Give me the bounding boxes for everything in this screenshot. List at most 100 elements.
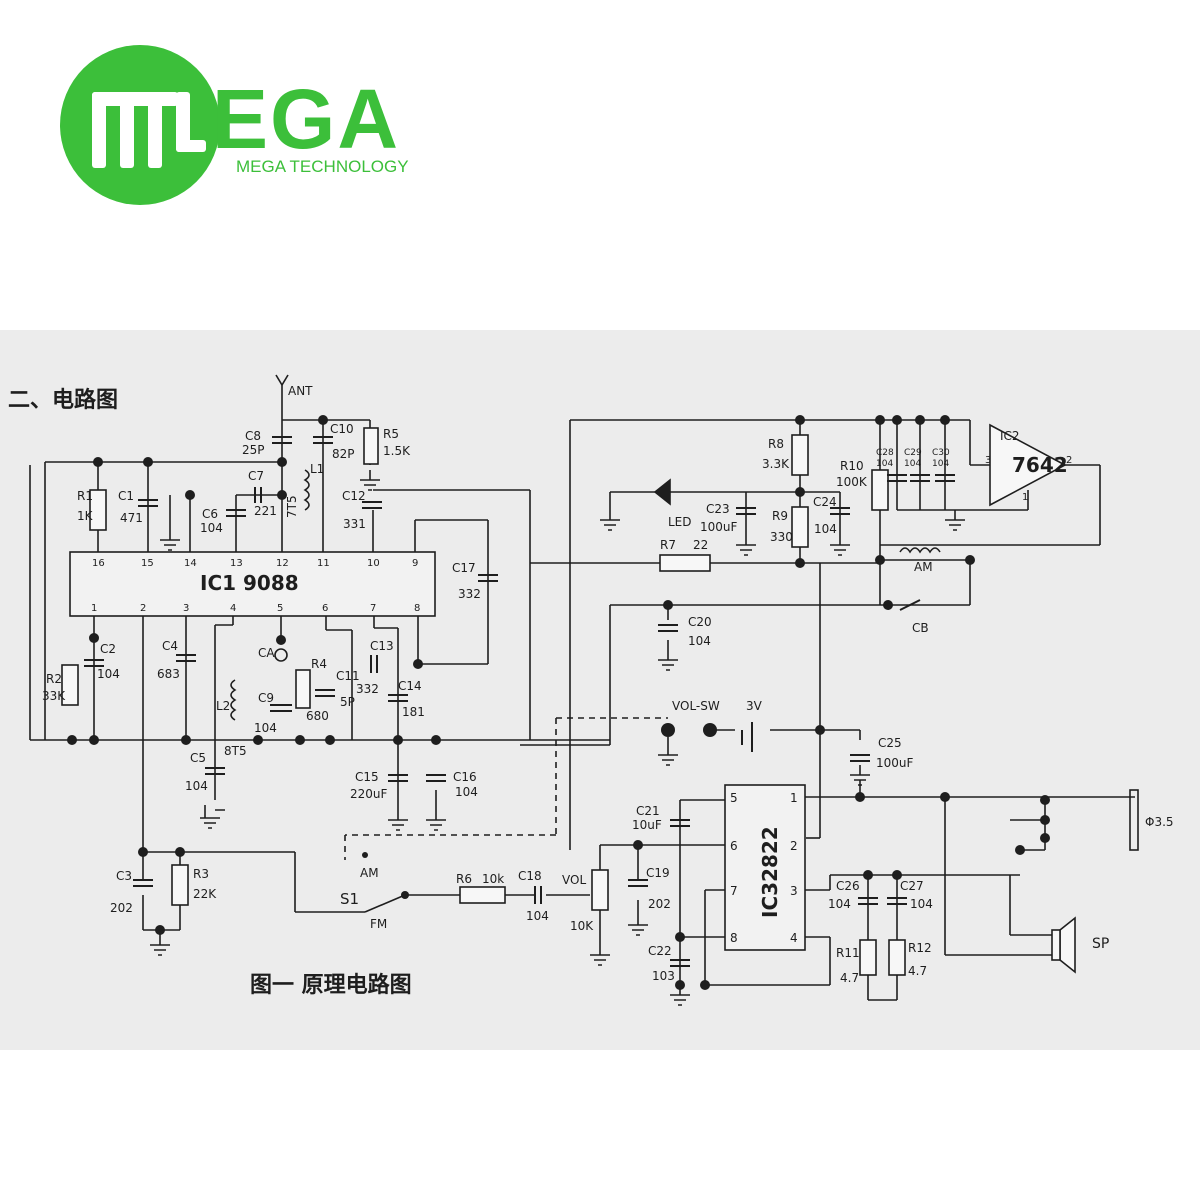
r4-value: 680	[306, 709, 329, 723]
c30-label: C30	[932, 448, 950, 458]
c22-value: 103	[652, 969, 675, 983]
c30-value: 104	[932, 459, 949, 469]
logo-m-mark	[92, 92, 206, 168]
r5-label: R5	[383, 427, 399, 441]
r12-value: 4.7	[908, 964, 927, 978]
ic3-pin-1: 1	[790, 791, 798, 805]
ic1-pin-7: 7	[370, 603, 376, 614]
c24-value: 104	[814, 522, 837, 536]
ca-label: CA	[258, 646, 275, 660]
c10-value: 82P	[332, 447, 355, 461]
c3-label: C3	[116, 869, 132, 883]
figure-caption: 图一 原理电路图	[250, 972, 412, 998]
c4-label: C4	[162, 639, 178, 653]
r10-value: 100K	[836, 475, 868, 489]
r11-label: R11	[836, 946, 860, 960]
c12-value: 331	[343, 517, 366, 531]
c9-value: 104	[254, 721, 277, 735]
ic1-pin-8: 8	[414, 603, 420, 614]
r6-resistor	[459, 886, 506, 904]
am-coil	[899, 547, 941, 554]
ic3-pins: 5 6 7 8 1 2 3 4	[730, 791, 798, 945]
ic3-pin-2: 2	[790, 839, 798, 853]
ic1-pin-1: 1	[91, 603, 97, 614]
vol-sw-label: VOL-SW	[672, 699, 720, 713]
r2-label: R2	[46, 672, 62, 686]
c24-label: C24	[813, 495, 837, 509]
c11-label: C11	[336, 669, 360, 683]
r11-resistor	[859, 939, 877, 976]
c21-label: C21	[636, 804, 660, 818]
r9-label: R9	[772, 509, 788, 523]
ant-label: ANT	[288, 384, 313, 398]
c21-value: 10uF	[632, 818, 662, 832]
ic1-pin-15: 15	[141, 558, 154, 569]
c17-value: 332	[458, 587, 481, 601]
r4-resistor	[295, 669, 311, 709]
ic1-pins: 16 15 14 13 12 11 10 9 1 2 3 4 5 6 7 8	[91, 558, 420, 614]
r5-resistor	[363, 427, 379, 465]
r3-value: 22K	[193, 887, 217, 901]
c7-value: 221	[254, 504, 277, 518]
c10-label: C10	[330, 422, 354, 436]
ic1-pin-16: 16	[92, 558, 105, 569]
c11-value: 5P	[340, 695, 355, 709]
components	[61, 423, 1076, 976]
c26-value: 104	[828, 897, 851, 911]
r7-label: R7	[660, 538, 676, 552]
c15-label: C15	[355, 770, 379, 784]
ic2-name: IC2	[1000, 429, 1020, 443]
c3-value: 202	[110, 901, 133, 915]
ic1-pin-11: 11	[317, 558, 330, 569]
c8-value: 25P	[242, 443, 265, 457]
c29-label: C29	[904, 448, 922, 458]
c19-value: 202	[648, 897, 671, 911]
c5-label: C5	[190, 751, 206, 765]
junction-dots	[67, 415, 1050, 990]
ic2-pin3: 3	[985, 455, 991, 466]
l2-coil	[230, 679, 237, 721]
logo-wordmark: EGA	[212, 72, 400, 166]
c28-value: 104	[876, 459, 893, 469]
r11-value: 4.7	[840, 971, 859, 985]
jack-label: Φ3.5	[1145, 815, 1174, 829]
c20-value: 104	[688, 634, 711, 648]
r8-label: R8	[768, 437, 784, 451]
ic3-label: IC32822	[758, 826, 782, 918]
r9-value: 330	[770, 530, 793, 544]
ic2-body	[989, 423, 1067, 507]
ic1-pin-4: 4	[230, 603, 236, 614]
r4-label: R4	[311, 657, 327, 671]
ic1-pin-13: 13	[230, 558, 243, 569]
ic3-pin-5: 5	[730, 791, 738, 805]
r8-resistor	[791, 434, 809, 476]
r9-resistor	[791, 506, 809, 548]
c15-value: 220uF	[350, 787, 388, 801]
c20-label: C20	[688, 615, 712, 629]
c14-value: 181	[402, 705, 425, 719]
wires	[29, 385, 1139, 1001]
ic1-pin-2: 2	[140, 603, 146, 614]
c19-label: C19	[646, 866, 670, 880]
ic3-pin-7: 7	[730, 884, 738, 898]
speaker-label: SP	[1092, 936, 1109, 952]
vol-label: VOL	[562, 873, 586, 887]
s1-label: S1	[340, 890, 359, 908]
ic1-pin-3: 3	[183, 603, 189, 614]
r1-resistor	[89, 489, 107, 531]
cb-label: CB	[912, 621, 929, 635]
c5-value: 104	[185, 779, 208, 793]
ic1-body	[69, 551, 436, 617]
c8-label: C8	[245, 429, 261, 443]
r8-value: 3.3K	[762, 457, 790, 471]
c13-label: C13	[370, 639, 394, 653]
c14-label: C14	[398, 679, 422, 693]
ic3-pin-6: 6	[730, 839, 738, 853]
component-labels: ANT C8 25P C10 82P R5 1.5K C7 221 L1 7T5…	[42, 384, 1174, 985]
c12-label: C12	[342, 489, 366, 503]
c6-label: C6	[202, 507, 218, 521]
capacitors	[84, 436, 955, 967]
r12-label: R12	[908, 941, 932, 955]
speaker-box	[1051, 929, 1061, 961]
c13-value: 332	[356, 682, 379, 696]
